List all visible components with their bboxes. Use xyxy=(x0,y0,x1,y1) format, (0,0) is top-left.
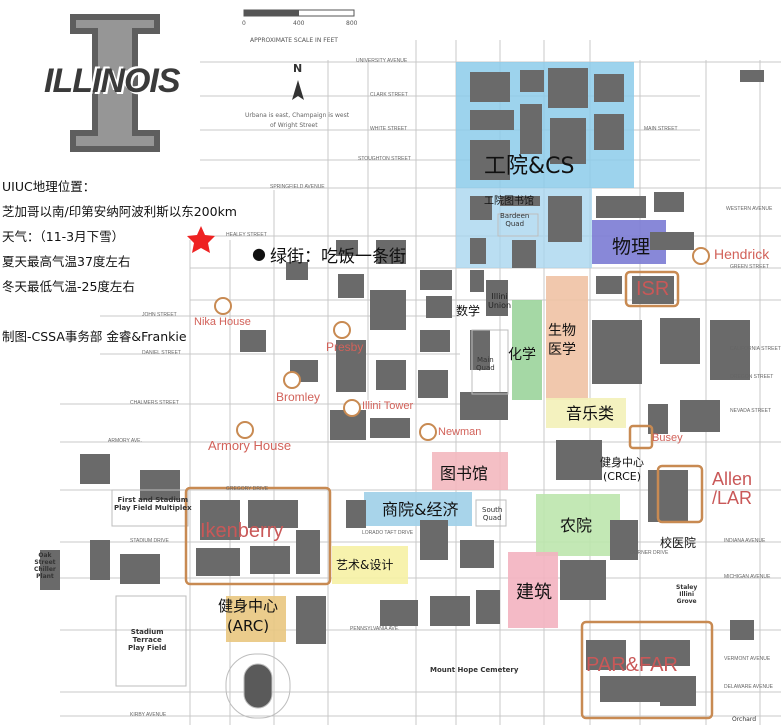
north-label: N xyxy=(293,62,303,75)
scale-bar xyxy=(243,9,355,17)
dorm-ikenberry: Ikenberry xyxy=(200,520,284,542)
north-note-1: Urbana is east, Champaign is west xyxy=(245,112,350,119)
dorm-busey: Busey xyxy=(652,432,683,444)
zone-arc: 健身中心 (ARC) xyxy=(218,597,279,636)
street-pennsylvania: PENNSYLVANIA AVE. xyxy=(350,626,400,632)
street-california: CALIFORNIA STREET xyxy=(730,346,781,352)
zone-music: 音乐类 xyxy=(566,404,615,423)
info-credit: 制图-CSSA事务部 金睿&Frankie xyxy=(2,329,187,344)
street-chalmers: CHALMERS STREET xyxy=(130,400,179,406)
street-green: GREEN STREET xyxy=(730,264,769,270)
zone-engineering-library: 工院图书馆 xyxy=(484,196,534,207)
place-first-stadium: First and Stadium Play Field Multiplex xyxy=(114,496,192,512)
street-michigan: MICHIGAN AVENUE xyxy=(724,574,771,580)
zone-crce: 健身中心 (CRCE) xyxy=(600,456,644,484)
street-dorner: DORNER DRIVE xyxy=(630,550,669,556)
place-illini-union: Illini Union xyxy=(488,292,512,310)
street-main: MAIN STREET xyxy=(644,126,678,132)
zone-business: 商院&经济 xyxy=(382,500,459,519)
buildings xyxy=(40,68,764,706)
street-gregory: GREGORY DRIVE xyxy=(226,486,269,492)
street-healey: HEALEY STREET xyxy=(226,232,267,238)
zone-health-center: 校医院 xyxy=(660,536,697,550)
dorm-outlines xyxy=(184,270,714,720)
street-john: JOHN STREET xyxy=(142,312,177,318)
street-stoughton: STOUGHTON STREET xyxy=(358,156,411,162)
street-oregon: OREGON STREET xyxy=(730,374,774,380)
zone-engineering-cs: 工院&CS xyxy=(484,154,575,179)
green-street-label: 绿街：吃饭一条街 xyxy=(270,247,406,267)
dorm-bromley: Bromley xyxy=(276,390,321,404)
street-vermont: VERMONT AVENUE xyxy=(724,656,771,662)
scale-tick-400: 400 xyxy=(293,20,305,27)
dorm-markers xyxy=(214,247,710,441)
scale-tick-0: 0 xyxy=(242,20,246,27)
zone-architecture: 建筑 xyxy=(516,582,552,603)
street-indiana: INDIANA AVENUE xyxy=(724,538,766,544)
street-western: WESTERN AVENUE xyxy=(726,206,773,212)
zone-physics: 物理 xyxy=(612,236,651,258)
street-delaware: DELAWARE AVENUE xyxy=(724,684,773,690)
place-bardeen-quad: Bardeen Quad xyxy=(500,212,530,228)
zone-agriculture: 农院 xyxy=(560,516,593,535)
info-winter: 冬天最低气温-25度左右 xyxy=(2,279,135,294)
street-armory: ARMORY AVE. xyxy=(108,438,142,444)
dorm-hendrick: Hendrick xyxy=(714,246,770,262)
street-daniel: DANIEL STREET xyxy=(142,350,181,356)
north-arrow-icon xyxy=(292,80,304,100)
place-main-quad: Main Quad xyxy=(476,356,495,372)
scale-tick-800: 800 xyxy=(346,20,358,27)
dorm-presby: Presby xyxy=(326,340,364,354)
street-springfield: SPRINGFIELD AVENUE xyxy=(270,184,325,190)
star-icon xyxy=(187,226,215,253)
dorm-isr: ISR xyxy=(636,278,670,300)
street-nevada: NEVADA STREET xyxy=(730,408,772,414)
info-weather: 天气：（11-3月下雪） xyxy=(2,229,125,244)
info-location-title: UIUC地理位置： xyxy=(2,179,96,194)
zone-library: 图书馆 xyxy=(440,464,489,483)
illinois-logo xyxy=(70,14,160,152)
logo-text: ILLINOIS xyxy=(44,62,181,100)
zone-chemistry: 化学 xyxy=(508,347,536,363)
zone-bio-med: 生物 医学 xyxy=(548,323,576,358)
dorm-par-far: PAR&FAR xyxy=(586,654,678,676)
info-summer: 夏天最高气温37度左右 xyxy=(2,254,131,269)
street-stadium: STADIUM DRIVE xyxy=(130,538,169,544)
place-oak-street: Oak Street Chiller Plant xyxy=(34,552,56,580)
place-orchard: Orchard xyxy=(732,716,757,723)
street-university: UNIVERSITY AVENUE xyxy=(356,58,408,64)
dorm-nika-house: Nika House xyxy=(194,316,251,328)
north-note-2: of Wright Street xyxy=(270,122,318,129)
zone-math: 数学 xyxy=(456,304,481,318)
scale-title: APPROXIMATE SCALE IN FEET xyxy=(250,37,338,44)
paw-icon: ● xyxy=(252,244,266,263)
dorm-newman: Newman xyxy=(438,426,482,438)
street-clark: CLARK STREET xyxy=(370,92,408,98)
place-south-quad: South Quad xyxy=(482,506,503,522)
open-spaces xyxy=(111,213,539,719)
zone-art-design: 艺术&设计 xyxy=(336,558,394,572)
dorm-allen-lar: Allen /LAR xyxy=(712,469,753,508)
street-white: WHITE STREET xyxy=(370,126,408,132)
street-lorado-taft: LORADO TAFT DRIVE xyxy=(362,530,414,536)
street-kirby: KIRBY AVENUE xyxy=(130,712,167,718)
place-mount-hope: Mount Hope Cemetery xyxy=(430,666,519,674)
dorm-illini-tower: Illini Tower xyxy=(362,400,414,412)
place-staley: Staley Illini Grove xyxy=(676,584,698,605)
place-stadium-terrace: Stadium Terrace Play Field xyxy=(128,628,167,652)
dorm-armory-house: Armory House xyxy=(208,438,292,453)
info-location: 芝加哥以南/印第安纳阿波利斯以东200km xyxy=(2,204,237,219)
